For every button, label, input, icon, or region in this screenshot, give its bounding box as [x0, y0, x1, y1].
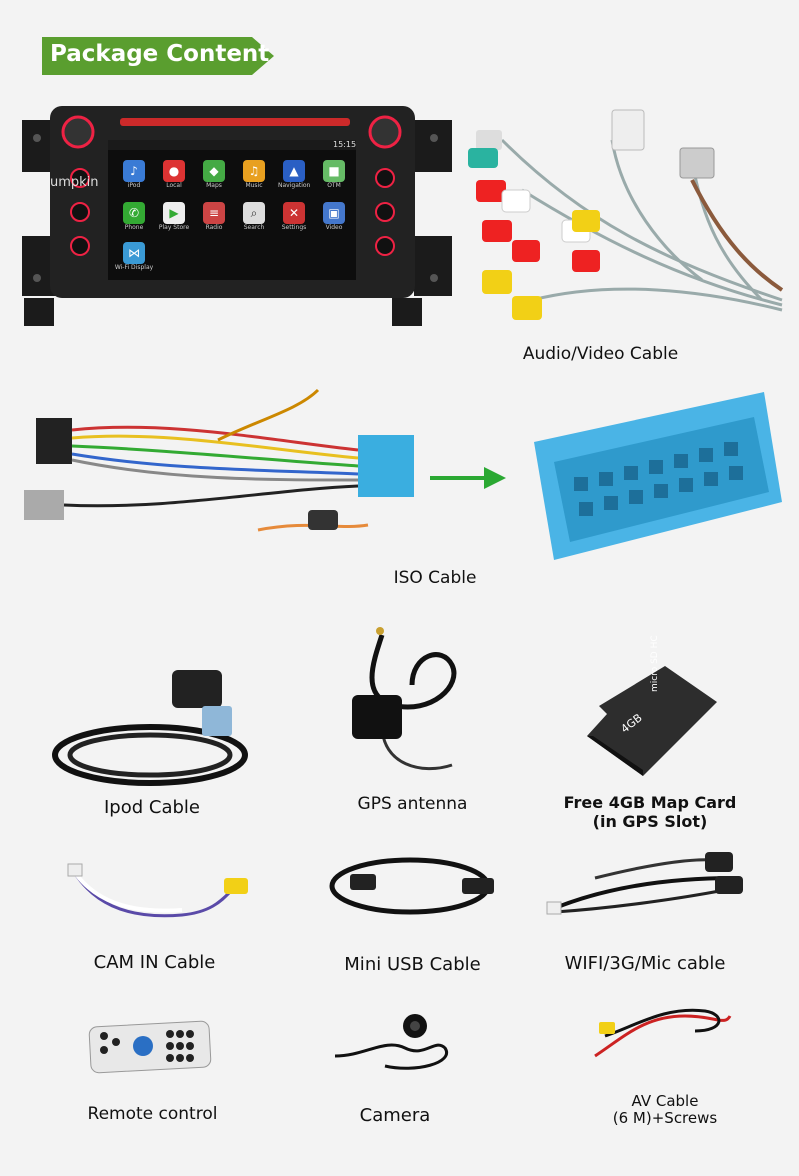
- app-label: OTM: [327, 182, 341, 189]
- camera-label: Camera: [359, 1105, 431, 1126]
- av-cable-6m-sublabel: (6 M)+Screws: [612, 1109, 718, 1127]
- app-tile-phone[interactable]: ✆ Phone: [118, 202, 150, 231]
- remote-control-image: [88, 1020, 212, 1074]
- cam-in-cable-label: CAM IN Cable: [93, 952, 216, 973]
- app-tile-music[interactable]: ♫ Music: [238, 160, 270, 189]
- map-pin-icon: ●: [163, 160, 185, 182]
- mini-usb-cable-image: [329, 857, 494, 915]
- app-label: Phone: [124, 224, 144, 231]
- maps-icon: ◆: [203, 160, 225, 182]
- clock-readout: 15:15: [333, 140, 357, 149]
- wifi-3g-mic-cable-label: WIFI/3G/Mic cable: [564, 953, 726, 974]
- app-tile-otm[interactable]: ■ OTM: [318, 160, 350, 189]
- iso-connector-closeup-image: [534, 392, 782, 560]
- arrow-right-icon: [430, 467, 506, 489]
- settings-icon: ✕: [283, 202, 305, 224]
- app-tile-maps[interactable]: ◆ Maps: [198, 160, 230, 189]
- app-label: Settings: [281, 224, 307, 231]
- app-tile-play-store[interactable]: ▶ Play Store: [158, 202, 190, 231]
- app-tile-search[interactable]: ⌕ Search: [238, 202, 270, 231]
- otm-icon: ■: [323, 160, 345, 182]
- iso-cable-image: [24, 388, 414, 532]
- map-card-sublabel: (in GPS Slot): [592, 812, 708, 831]
- micro-sd-card-image: [587, 666, 717, 776]
- cam-in-cable-image: [67, 863, 248, 918]
- app-tile-settings[interactable]: ✕ Settings: [278, 202, 310, 231]
- av-cable-label: Audio/Video Cable: [522, 344, 679, 364]
- search-icon: ⌕: [243, 202, 265, 224]
- sd-card-brand: micro SD HC: [650, 635, 660, 692]
- app-grid: ♪ iPod ● Local ◆ Maps ♫ Music ▲ Navigati…: [112, 156, 352, 276]
- app-tile-video[interactable]: ▣ Video: [318, 202, 350, 231]
- brand-logo: umpkin: [50, 175, 99, 190]
- ipod-cable-label: Ipod Cable: [104, 797, 200, 818]
- app-tile-radio[interactable]: ≡ Radio: [198, 202, 230, 231]
- app-label: Radio: [205, 224, 223, 231]
- remote-control-label: Remote control: [87, 1104, 218, 1124]
- map-card-label: Free 4GB Map Card: [563, 793, 737, 812]
- app-label: Video: [325, 224, 343, 231]
- phone-icon: ✆: [123, 202, 145, 224]
- app-label: iPod: [127, 182, 141, 189]
- navigation-icon: ▲: [283, 160, 305, 182]
- video-icon: ▣: [323, 202, 345, 224]
- app-label: Maps: [206, 182, 222, 189]
- gps-antenna-label: GPS antenna: [357, 794, 468, 814]
- page-title: Package Content: [50, 41, 270, 67]
- audio-video-cable-image: [468, 109, 784, 320]
- iso-cable-label: ISO Cable: [393, 568, 477, 588]
- app-tile-wifi-display[interactable]: ⋈ Wi-Fi Display: [114, 242, 154, 271]
- app-label: Play Store: [158, 224, 190, 231]
- app-label: Music: [245, 182, 263, 189]
- mini-usb-cable-label: Mini USB Cable: [344, 954, 481, 975]
- gps-antenna-image: [352, 627, 457, 771]
- play-store-icon: ▶: [163, 202, 185, 224]
- music-icon: ♫: [243, 160, 265, 182]
- app-label: Local: [166, 182, 182, 189]
- wifi-display-icon: ⋈: [123, 242, 145, 264]
- app-tile-local[interactable]: ● Local: [158, 160, 190, 189]
- ipod-cable-image: [52, 670, 248, 786]
- ipod-icon: ♪: [123, 160, 145, 182]
- camera-image: [334, 1014, 449, 1070]
- app-tile-ipod[interactable]: ♪ iPod: [118, 160, 150, 189]
- app-label: Wi-Fi Display: [114, 264, 154, 271]
- av-cable-6m-label: AV Cable: [631, 1092, 699, 1110]
- radio-icon: ≡: [203, 202, 225, 224]
- av-cable-6m-image: [594, 1008, 732, 1058]
- section-banner: [42, 37, 274, 75]
- app-label: Search: [243, 224, 265, 231]
- wifi-3g-mic-cable-image: [546, 852, 743, 915]
- app-tile-navigation[interactable]: ▲ Navigation: [278, 160, 310, 189]
- app-label: Navigation: [278, 182, 311, 189]
